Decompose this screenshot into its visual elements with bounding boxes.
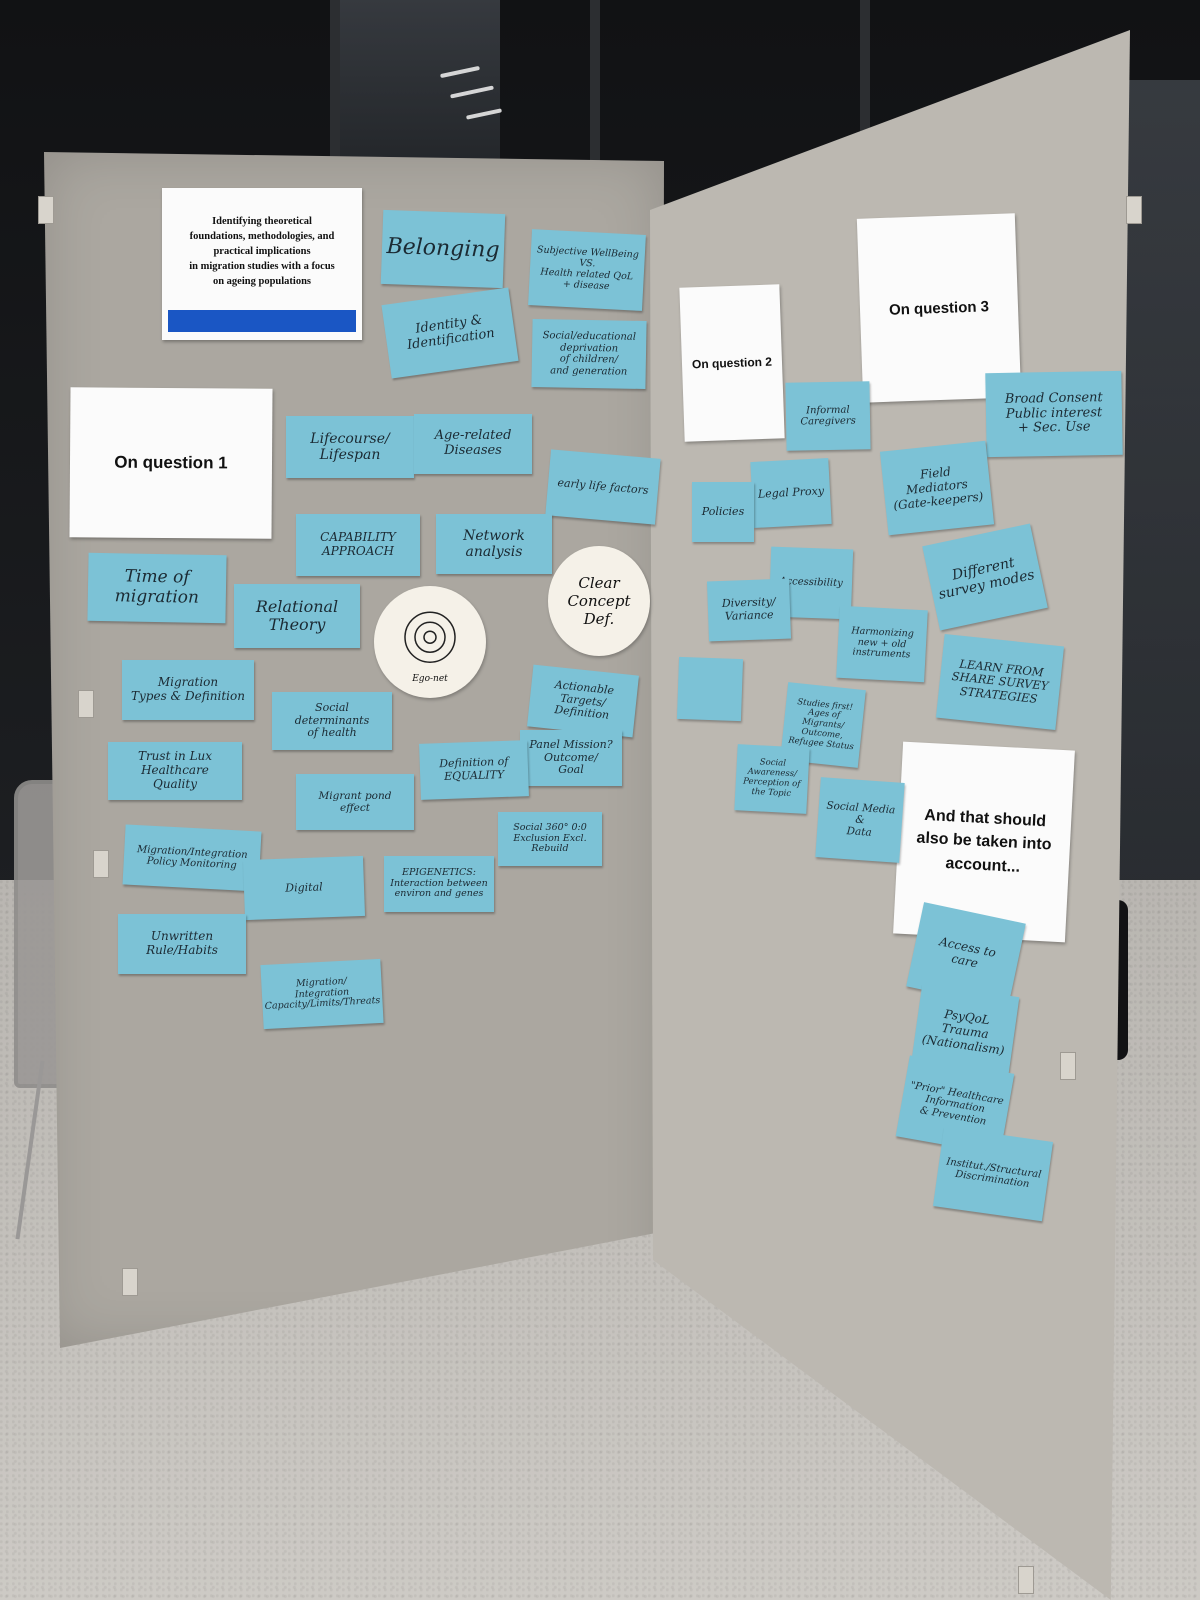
sticky-note-transnationalism (676, 656, 744, 722)
sticky-note-subjective-wellbeing: Subjective WellBeing VS. Health related … (528, 229, 646, 311)
panel-clip (93, 850, 109, 878)
sticky-note-harmonizing: Harmonizing new + old instruments (836, 605, 928, 683)
sticky-note-early-life: early life factors (545, 449, 661, 525)
sticky-note-digital: Digital (242, 855, 366, 921)
sticky-note-lifecourse: Lifecourse/ Lifespan (286, 416, 414, 478)
ego-net-disc: Ego-net (374, 586, 486, 698)
sticky-note-time-of-migration: Time of migration (87, 552, 227, 624)
panel-clip (78, 690, 94, 718)
sticky-note-legal-proxy: Legal Proxy (750, 458, 832, 528)
sticky-note-learn-from-share: LEARN FROM SHARE SURVEY STRATEGIES (935, 633, 1065, 731)
sticky-note-trust: Trust in Lux Healthcare Quality (108, 742, 242, 800)
clear-concept-disc: Clear Concept Def. (548, 546, 650, 656)
panel-clip (38, 196, 54, 224)
question-1-card: On question 1 (69, 387, 273, 539)
sticky-note-social-determinants: Social determinants of health (272, 692, 392, 750)
also-account-card: And that should also be taken into accou… (893, 741, 1075, 943)
sticky-note-discrimination: Institut./Structural Discrimination (932, 1126, 1054, 1222)
sticky-note-panel-mission: Panel Mission? Outcome/ Goal (520, 730, 622, 786)
sticky-note-actionable: Actionable Targets/ Definition (527, 664, 639, 738)
sticky-note-unwritten-rules: Unwritten Rule/Habits (118, 914, 246, 974)
window-pane (1120, 80, 1200, 980)
sticky-note-belonging: Belonging (380, 209, 506, 289)
sticky-note-capability: CAPABILITY APPROACH (296, 514, 420, 576)
sticky-note-network: Network analysis (436, 514, 552, 574)
panel-clip (1126, 196, 1142, 224)
sticky-note-broad-consent: Broad Consent Public interest + Sec. Use (985, 370, 1123, 458)
sticky-note-social-360: Social 360° 0:0 Exclusion Excl. Rebuild (498, 812, 602, 866)
sticky-note-social-media: Social Media & Data (815, 777, 905, 863)
sticky-note-social-awareness: Social Awareness/ Perception of the Topi… (734, 744, 810, 814)
sticky-note-migration-capacity: Migration/ Integration Capacity/Limits/T… (260, 958, 384, 1030)
workshop-title-card: Identifying theoretical foundations, met… (162, 188, 362, 340)
sticky-note-social-educational: Social/educational deprivation of childr… (531, 319, 647, 389)
sticky-note-epigenetics: EPIGENETICS: Interaction between environ… (384, 856, 494, 912)
sticky-note-migration-types: Migration Types & Definition (122, 660, 254, 720)
sticky-note-informal-caregivers: Informal Caregivers (785, 381, 871, 451)
panel-clip (1060, 1052, 1076, 1080)
sticky-note-relational: Relational Theory (234, 584, 360, 648)
question-2-card: On question 2 (679, 284, 785, 442)
sticky-note-policies: Policies (692, 482, 754, 542)
concentric-circles-icon (404, 611, 456, 663)
sticky-note-diversity: Diversity/ Variance (706, 578, 792, 642)
window-pane (340, 0, 500, 160)
sticky-note-migrant-pond: Migrant pond effect (296, 774, 414, 830)
title-card-blue-bar (168, 310, 356, 332)
panel-clip (122, 1268, 138, 1296)
panel-clip (1018, 1566, 1034, 1594)
ego-net-label: Ego-net (412, 674, 448, 684)
sticky-note-age-related: Age-related Diseases (414, 414, 532, 474)
sticky-note-policy-monitoring: Migration/Integration Policy Monitoring (122, 824, 262, 892)
workshop-title: Identifying theoretical foundations, met… (189, 216, 335, 287)
sticky-note-field-mediators: Field Mediators (Gate-keepers) (879, 440, 995, 536)
sticky-note-equality: Definition of EQUALITY (419, 740, 529, 800)
